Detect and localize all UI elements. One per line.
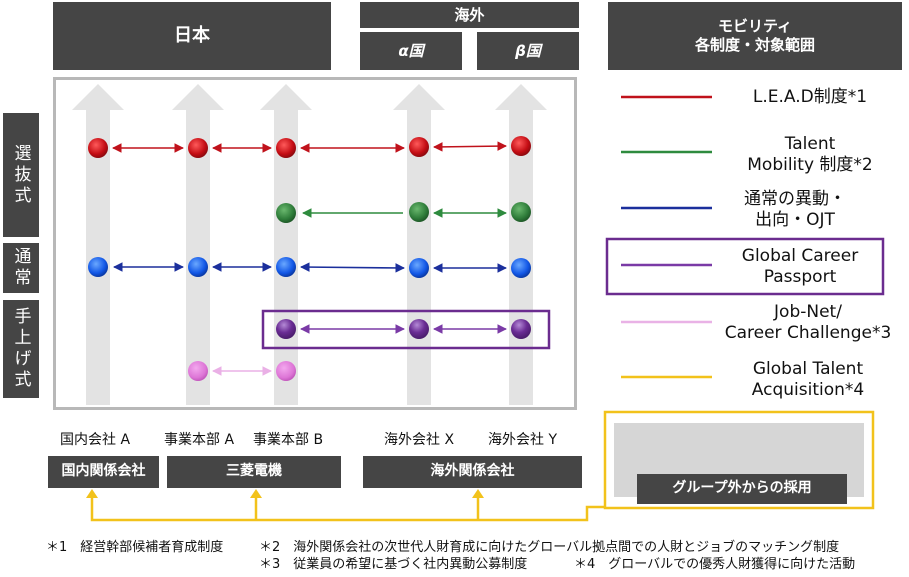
mobility-line1: モビリティ [717, 17, 793, 36]
column-arrows [72, 84, 547, 405]
external-hiring-label: グループ外からの採用 [672, 480, 812, 497]
footnote-3: ＊3 従業員の希望に基づく社内異動公募制度 [259, 557, 528, 572]
legend-gcp: Global Career Passport [720, 246, 880, 287]
gcp-node-e [511, 319, 531, 339]
header-overseas: 海外 [360, 2, 579, 28]
legend-normal-line2: 出向・OJT [755, 209, 835, 230]
footnote-1: ＊1 経営幹部候補者育成制度 [46, 540, 224, 555]
header-overseas-label: 海外 [454, 5, 485, 24]
gta-connector [90, 496, 605, 522]
side-label-selective: 選抜式 [3, 113, 39, 237]
header-alpha-country: α国 [360, 32, 462, 70]
lead-node-c [276, 138, 296, 158]
lead-node-e [511, 136, 531, 156]
gcp-node-c [276, 319, 296, 339]
footnote-2: ＊2 海外関係会社の次世代人財育成に向けたグローバル拠点間での人財とジョブのマッ… [259, 540, 840, 555]
legend-jobnet: Job-Net/ Career Challenge*3 [712, 302, 904, 343]
column-arrow-c [260, 84, 312, 405]
external-hiring-frame [603, 410, 875, 510]
column-label-division-a: 事業本部 A [164, 432, 235, 448]
column-arrow-a [72, 84, 124, 405]
lead-arrow-4 [433, 141, 507, 152]
group-domestic-affiliates: 国内関係会社 [48, 456, 159, 488]
header-beta-country: β国 [477, 32, 579, 70]
legend-gcp-frame [605, 237, 885, 296]
legend-talent-line2: Mobility 制度*2 [747, 154, 873, 175]
footnote-4: ＊4 グローバルでの優秀人財獲得に向けた活動 [574, 557, 856, 572]
diagram-frame [53, 77, 577, 410]
header-mobility: モビリティ 各制度・対象範囲 [608, 2, 902, 70]
gcp-node-d [409, 319, 429, 339]
lead-node-a [88, 138, 108, 158]
normal-node-d [409, 258, 429, 278]
legend-gta-line2: Acquisition*4 [751, 379, 865, 400]
column-label-overseas-x: 海外会社 X [384, 432, 455, 448]
normal-node-e [511, 258, 531, 278]
external-hiring-box: グループ外からの採用 [637, 474, 847, 504]
legend-talent-line1: Talent [784, 134, 836, 154]
self-applied-label: 手上げ式 [10, 307, 31, 391]
column-label-domestic-a: 国内会社 A [60, 432, 131, 448]
group-overseas-label: 海外関係会社 [430, 463, 515, 480]
normal-node-a [88, 257, 108, 277]
gta-arrowhead-overseas [472, 489, 484, 498]
jobnet-node-c [276, 361, 296, 381]
legend-gcp-line2: Passport [763, 266, 837, 287]
group-overseas-affiliates: 海外関係会社 [363, 456, 582, 488]
legend-normal: 通常の異動・ 出向・OJT [720, 189, 870, 230]
beta-country-label: β国 [515, 41, 541, 60]
column-arrow-d [393, 84, 445, 405]
legend-jobnet-line2: Career Challenge*3 [724, 322, 892, 343]
jobnet-node-b [188, 361, 208, 381]
gta-arrowhead-domestic [86, 489, 98, 498]
mobility-line2: 各制度・対象範囲 [694, 36, 815, 54]
group-mitsubishi-label: 三菱電機 [226, 463, 282, 480]
gta-arrowhead-mitsubishi [250, 489, 262, 498]
group-mitsubishi: 三菱電機 [167, 456, 341, 488]
lead-node-d [409, 137, 429, 157]
column-arrow-e [495, 84, 547, 405]
header-japan: 日本 [53, 2, 331, 70]
alpha-country-label: α国 [398, 41, 424, 60]
normal-node-b [188, 257, 208, 277]
column-arrow-b [172, 84, 224, 405]
legend-lead-label: L.E.A.D制度*1 [752, 87, 868, 107]
gcp-row-frame [261, 309, 551, 350]
normal-label: 通常 [10, 247, 31, 289]
column-label-overseas-y: 海外会社 Y [488, 432, 558, 448]
normal-arrow-3 [300, 262, 405, 273]
legend-gta: Global Talent Acquisition*4 [718, 359, 898, 400]
gta-arrowheads [86, 489, 484, 498]
header-japan-label: 日本 [174, 24, 210, 46]
talent-node-e [511, 202, 531, 222]
legend-gta-line1: Global Talent [752, 359, 864, 379]
talent-node-c [276, 203, 296, 223]
nodes [88, 136, 531, 381]
legend-jobnet-line1: Job-Net/ [774, 302, 842, 322]
gta-main-line [90, 496, 605, 522]
group-domestic-label: 国内関係会社 [61, 463, 146, 480]
selective-label: 選抜式 [10, 143, 31, 207]
legend-normal-line1: 通常の異動・ [744, 189, 846, 209]
side-label-self-applied: 手上げ式 [3, 300, 39, 398]
normal-node-c [276, 257, 296, 277]
lead-node-b [188, 138, 208, 158]
connections [112, 141, 507, 376]
legend-gcp-line1: Global Career [741, 246, 859, 266]
talent-node-d [409, 202, 429, 222]
legend-talent: Talent Mobility 制度*2 [720, 134, 900, 175]
legend-lines [621, 95, 712, 379]
column-label-division-b: 事業本部 B [253, 432, 324, 448]
side-label-normal: 通常 [3, 243, 39, 293]
legend-lead: L.E.A.D制度*1 [720, 87, 900, 108]
